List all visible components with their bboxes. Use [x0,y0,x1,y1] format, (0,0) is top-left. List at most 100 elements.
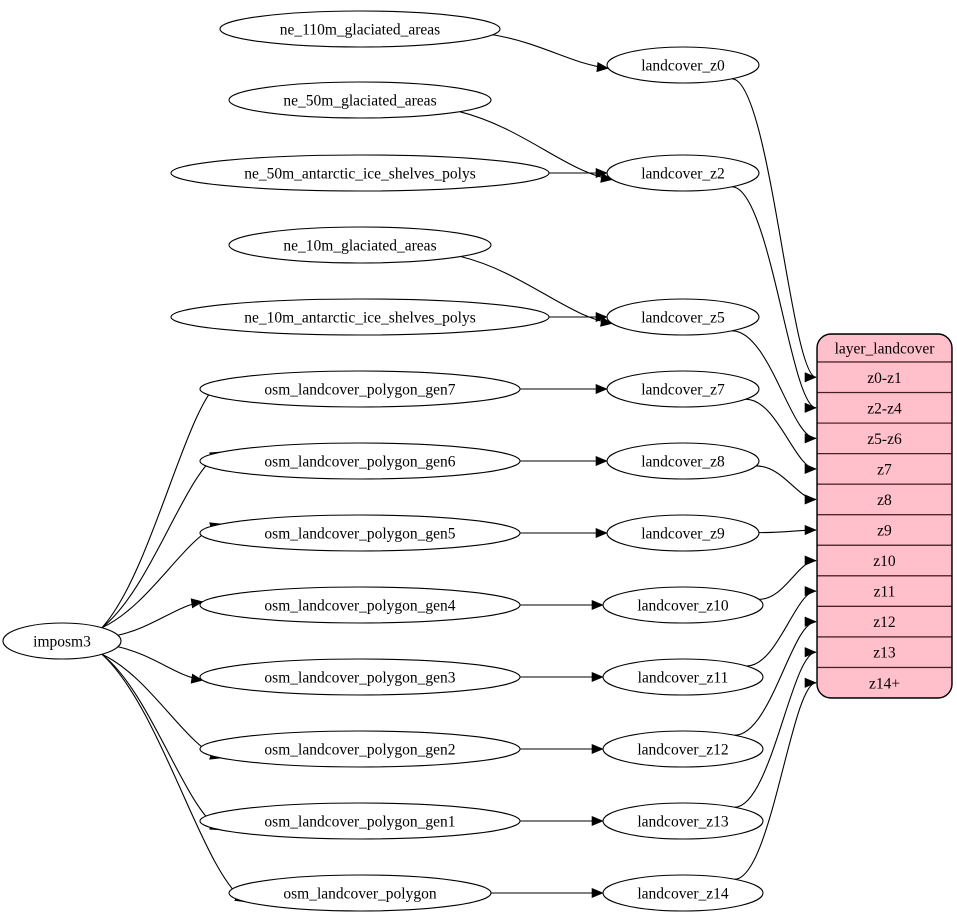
node-landcover_z7[interactable]: landcover_z7 [606,370,760,408]
node-label: ne_10m_antarctic_ice_shelves_polys [244,310,476,327]
node-ne_110m_glaciated_areas[interactable]: ne_110m_glaciated_areas [219,10,501,48]
node-ellipse [606,514,760,552]
node-ellipse [606,370,760,408]
node-landcover_z10[interactable]: landcover_z10 [602,586,764,624]
table-row-cell[interactable] [817,605,952,638]
edge-arrowhead [591,887,604,899]
node-label: landcover_z10 [637,598,728,615]
node-osm_landcover_polygon_gen4[interactable]: osm_landcover_polygon_gen4 [199,586,521,624]
layer-landcover-table[interactable]: layer_landcoverz0-z1z2-z4z5-z6z7z8z9z10z… [816,333,953,699]
node-ellipse [606,46,760,84]
node-ellipse [606,298,760,336]
node-ellipse [199,442,521,480]
node-ellipse [602,658,764,696]
node-label: osm_landcover_polygon_gen3 [264,670,455,687]
node-osm_landcover_polygon_gen5[interactable]: osm_landcover_polygon_gen5 [199,514,521,552]
edge-landcover_z0--to--layer_landcover:z0-z1 [731,78,817,378]
node-landcover_z5[interactable]: landcover_z5 [606,298,760,336]
edge-arrowhead [804,586,817,597]
node-label: osm_landcover_polygon_gen4 [264,598,455,615]
node-label: landcover_z5 [641,310,725,327]
node-landcover_z0[interactable]: landcover_z0 [606,46,760,84]
node-ne_10m_glaciated_areas[interactable]: ne_10m_glaciated_areas [228,226,492,264]
node-label: landcover_z12 [637,742,728,759]
node-ellipse [199,658,521,696]
node-landcover_z11[interactable]: landcover_z11 [602,658,764,696]
node-landcover_z14[interactable]: landcover_z14 [602,874,764,912]
node-landcover_z13[interactable]: landcover_z13 [602,802,764,840]
edge-imposm3--to--osm_landcover_polygon_gen2 [101,653,222,759]
edge-landcover_z14--to--layer_landcover:z14+ [734,682,817,880]
table-outline [816,333,953,699]
edge-imposm3--to--osm_landcover_polygon_gen4 [117,601,203,636]
table-row-cell[interactable] [817,544,952,577]
node-osm_landcover_polygon_gen6[interactable]: osm_landcover_polygon_gen6 [199,442,521,480]
node-osm_landcover_polygon_gen3[interactable]: osm_landcover_polygon_gen3 [199,658,521,696]
node-ne_50m_glaciated_areas[interactable]: ne_50m_glaciated_areas [228,81,492,119]
node-ellipse [199,370,521,408]
edge-arrowhead [595,455,608,467]
edge-arrowhead [804,463,817,474]
node-osm_landcover_polygon[interactable]: osm_landcover_polygon [228,874,492,912]
node-label: osm_landcover_polygon_gen6 [264,454,455,471]
node-label: osm_landcover_polygon_gen1 [264,814,455,831]
table-row-label: z8 [877,492,892,509]
edge-arrowhead [804,402,817,413]
table-row-label: z14+ [869,675,900,692]
table-row-cell[interactable] [817,422,952,455]
edge-arrowhead [190,673,204,684]
edge-arrowhead [804,524,817,536]
node-ellipse [228,874,492,912]
edge-imposm3--to--osm_landcover_polygon [101,653,247,903]
node-label: landcover_z7 [641,382,725,399]
node-osm_landcover_polygon_gen7[interactable]: osm_landcover_polygon_gen7 [199,370,521,408]
node-label: ne_50m_antarctic_ice_shelves_polys [244,166,476,183]
node-ne_50m_antarctic_ice_shelves_polys[interactable]: ne_50m_antarctic_ice_shelves_polys [170,154,550,192]
edge-imposm3--to--osm_landcover_polygon_gen5 [101,523,222,629]
table-row-label: z9 [877,523,892,540]
node-label: ne_110m_glaciated_areas [280,22,440,39]
node-landcover_z9[interactable]: landcover_z9 [606,514,760,552]
edge-imposm3--to--osm_landcover_polygon_gen7 [101,379,222,629]
edge-arrowhead [595,311,608,323]
table-row-cell[interactable] [817,666,952,699]
node-label: landcover_z9 [641,526,725,543]
table-row-label: z10 [873,553,896,570]
edge-arrowhead [600,316,613,327]
node-ellipse [602,730,764,768]
node-osm_landcover_polygon_gen1[interactable]: osm_landcover_polygon_gen1 [199,802,521,840]
edge-arrowhead [804,677,817,688]
node-ellipse [199,730,521,768]
nodes-layer: imposm3 ne_110m_glaciated_areas ne_50m_gla… [2,10,764,912]
node-ne_10m_antarctic_ice_shelves_polys[interactable]: ne_10m_antarctic_ice_shelves_polys [170,298,550,336]
node-ellipse [170,298,550,336]
node-label: osm_landcover_polygon_gen7 [264,382,455,399]
node-landcover_z12[interactable]: landcover_z12 [602,730,764,768]
table-row-cell[interactable] [817,483,952,516]
node-imposm3[interactable]: imposm3 [2,622,122,660]
edge-arrowhead [595,383,608,395]
node-ellipse [199,514,521,552]
node-label: landcover_z14 [637,886,728,903]
edge-imposm3--to--osm_landcover_polygon_gen3 [117,646,203,681]
node-landcover_z8[interactable]: landcover_z8 [606,442,760,480]
edge-ne_110m_glaciated_areas--to--landcover_z0 [492,34,609,69]
node-ellipse [199,586,521,624]
table-row-cell[interactable] [817,514,952,546]
edge-arrowhead [804,372,817,383]
table-row-label: z11 [874,584,896,601]
node-ellipse [228,81,492,119]
edge-arrowhead [804,555,817,566]
node-landcover_z2[interactable]: landcover_z2 [606,154,760,192]
node-ellipse [602,802,764,840]
table-row-label: z13 [873,645,896,662]
edge-arrowhead [804,647,817,658]
node-label: landcover_z8 [641,454,725,471]
table-row-label: z2-z4 [867,400,902,417]
node-ellipse [170,154,550,192]
node-osm_landcover_polygon_gen2[interactable]: osm_landcover_polygon_gen2 [199,730,521,768]
node-ellipse [219,10,501,48]
node-label: osm_landcover_polygon_gen2 [264,742,455,759]
node-label: ne_50m_glaciated_areas [283,93,436,110]
